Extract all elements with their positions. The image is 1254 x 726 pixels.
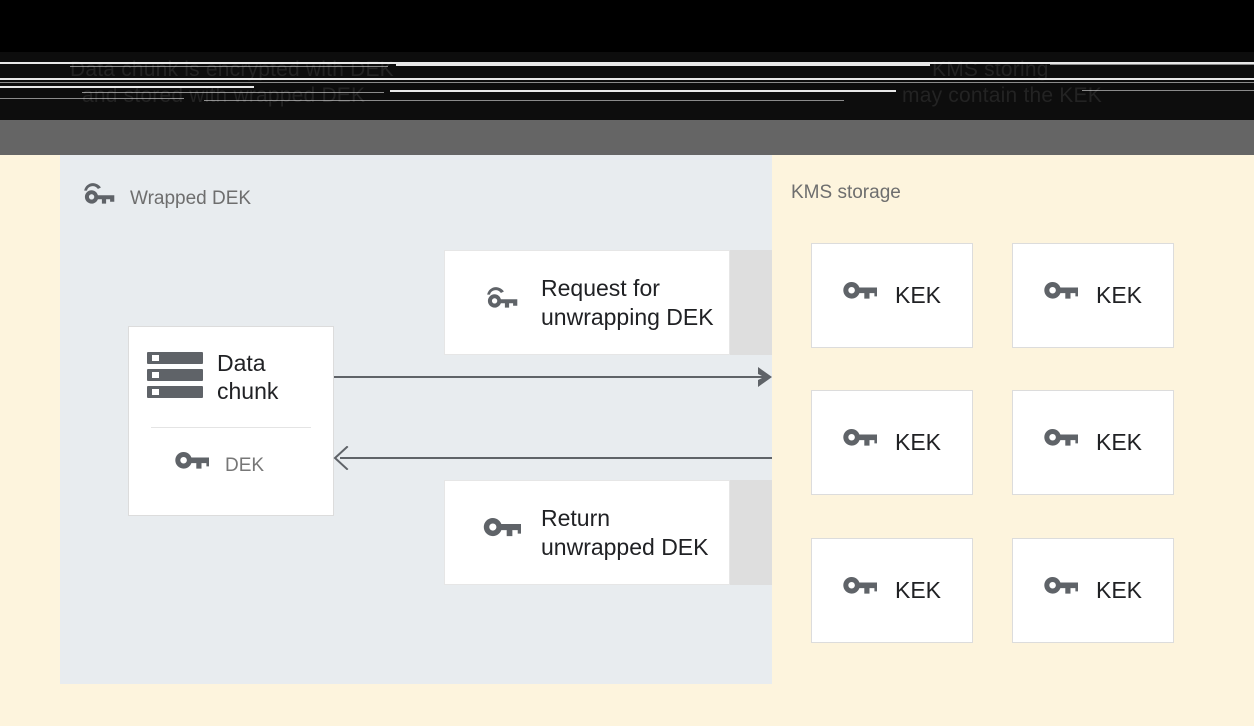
kek-card[interactable]: KEK (1012, 243, 1174, 348)
server-stack-icon (147, 351, 203, 404)
kek-card[interactable]: KEK (1012, 390, 1174, 495)
data-chunk-title: Data chunk (217, 350, 279, 404)
caption-right-line-2: may contain the KEK (902, 84, 1102, 107)
scan-artifact (82, 92, 384, 93)
key-icon (1044, 577, 1081, 604)
scan-artifact (0, 98, 184, 99)
arrow-right-icon (756, 365, 774, 389)
scan-artifact (204, 100, 844, 101)
kek-label: KEK (894, 577, 942, 603)
wrapped-key-icon (483, 286, 521, 319)
arrow-left-icon (333, 445, 349, 471)
key-icon (843, 282, 880, 309)
request-message-box[interactable]: Request for unwrapping DEK (444, 250, 730, 355)
kek-label: KEK (1095, 577, 1143, 603)
arrow-inbound-line (340, 457, 772, 459)
return-message-label: Return unwrapped DEK (541, 504, 709, 560)
scan-artifact (0, 86, 254, 88)
key-icon (1044, 429, 1081, 456)
request-message-label: Request for unwrapping DEK (541, 274, 714, 330)
kek-label: KEK (1095, 282, 1143, 308)
data-chunk-key-row: DEK (147, 452, 315, 479)
kms-panel-heading: KMS storage (791, 182, 901, 204)
top-black-bar (0, 0, 1254, 52)
key-icon (843, 577, 880, 604)
key-icon (483, 518, 524, 547)
data-chunk-card[interactable]: Data chunk DEK (128, 326, 334, 516)
key-icon (175, 452, 212, 479)
kek-label: KEK (894, 429, 942, 455)
kek-label: KEK (894, 282, 942, 308)
scan-artifact (1050, 64, 1254, 65)
data-chunk-dek-label: DEK (225, 454, 265, 476)
scan-artifact (390, 90, 896, 92)
data-chunk-card-header: Data chunk (147, 349, 315, 405)
scan-artifact (0, 62, 1254, 64)
scan-artifact (1082, 90, 1254, 91)
kek-card[interactable]: KEK (811, 390, 973, 495)
client-panel-heading-label: Wrapped DEK (130, 187, 252, 209)
scan-artifact (0, 78, 1254, 80)
data-chunk-divider (151, 427, 311, 428)
key-icon (1044, 282, 1081, 309)
kek-card[interactable]: KEK (811, 538, 973, 643)
top-gray-bar (0, 120, 1254, 155)
arrow-outbound-line (334, 376, 770, 378)
return-message-box[interactable]: Return unwrapped DEK (444, 480, 730, 585)
kek-card[interactable]: KEK (811, 243, 973, 348)
kms-panel-heading-label: KMS storage (791, 182, 901, 203)
kek-card[interactable]: KEK (1012, 538, 1174, 643)
wrapped-key-icon (80, 182, 118, 215)
caption-band: Data chunk is encrypted with DEK and sto… (0, 52, 1254, 120)
key-icon (843, 429, 880, 456)
scan-artifact (0, 82, 1254, 83)
kek-label: KEK (1095, 429, 1143, 455)
caption-left-line-2: and stored with wrapped DEK (82, 84, 366, 107)
client-panel-heading: Wrapped DEK (80, 182, 251, 215)
scan-artifact (70, 66, 388, 67)
scan-artifact (396, 64, 930, 66)
